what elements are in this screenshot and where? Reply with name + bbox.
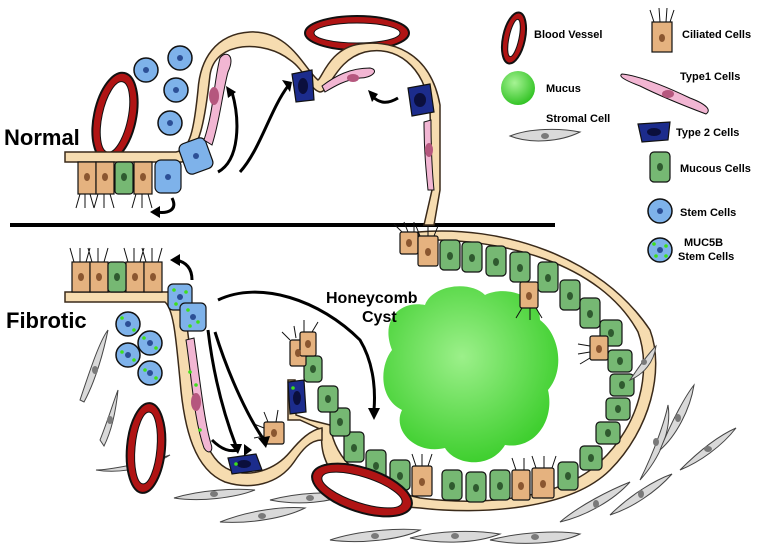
legend-label-blood-vessel: Blood Vessel — [534, 29, 602, 41]
muc5b-basal-stem-cells — [167, 283, 207, 332]
legend-label-muc5b: MUC5B — [684, 237, 723, 249]
legend-item-blood-vessel: Blood Vessel — [500, 11, 602, 65]
legend-item-mucous-cells: Mucous Cells — [649, 151, 751, 183]
type2-cell — [287, 379, 307, 415]
legend-item-stem-cells: Stem Cells — [647, 198, 736, 224]
type2-cell — [227, 453, 263, 475]
legend-label-type2-cells: Type 2 Cells — [676, 127, 739, 139]
cyst-cilia — [253, 221, 591, 471]
cyst-mucous-nuclei — [310, 252, 625, 492]
cyst-label: Cyst — [362, 309, 397, 326]
normal-membrane — [64, 31, 441, 226]
muc5b-stem-cell-cluster — [115, 311, 163, 386]
mucous-cell — [114, 161, 134, 195]
type2-cell — [291, 69, 315, 103]
legend-item-type1-cells: Type1 Cells — [620, 71, 740, 115]
normal-arrowheads — [150, 80, 378, 218]
legend-label-mucus: Mucus — [546, 83, 581, 95]
cyst-ciliated-nuclei — [271, 239, 602, 490]
legend-item-muc5b-stem-cells: MUC5B Stem Cells — [647, 237, 734, 263]
ciliated-cells — [75, 161, 153, 209]
legend-item-stromal-cell: Stromal Cell — [508, 113, 610, 142]
fibrotic-label: Fibrotic — [6, 308, 87, 333]
legend-label-muc5b-line2: Stem Cells — [678, 251, 734, 263]
legend-item-type2-cells: Type 2 Cells — [637, 121, 739, 143]
normal-label: Normal — [4, 125, 80, 150]
legend-label-stem-cells: Stem Cells — [680, 207, 736, 219]
legend: Blood Vessel Mucus Stromal Cell Ciliated… — [500, 7, 751, 263]
legend-item-ciliated-cells: Ciliated Cells — [649, 7, 751, 53]
honeycomb-label: Honeycomb — [326, 290, 418, 307]
blood-vessel — [311, 462, 413, 518]
mucus-swatch — [501, 71, 535, 105]
mucus-blob — [383, 286, 559, 463]
legend-label-ciliated-cells: Ciliated Cells — [682, 29, 751, 41]
normal-panel: Normal — [4, 15, 441, 226]
fibrotic-arrowheads — [170, 254, 380, 456]
fibrotic-panel: Fibrotic Honeycomb Cyst — [6, 221, 737, 544]
blood-vessel — [91, 71, 139, 163]
mucous-cell — [107, 261, 127, 293]
legend-label-mucous-cells: Mucous Cells — [680, 163, 751, 175]
type2-cell — [407, 83, 435, 117]
blood-vessel — [125, 402, 167, 494]
stem-cell-cluster — [133, 45, 193, 136]
legend-label-stromal-cell: Stromal Cell — [546, 113, 610, 125]
legend-item-mucus: Mucus — [501, 71, 581, 105]
basal-stem-cells — [154, 137, 214, 194]
blood-vessel — [304, 15, 410, 51]
legend-label-type1-cells: Type1 Cells — [680, 71, 740, 83]
